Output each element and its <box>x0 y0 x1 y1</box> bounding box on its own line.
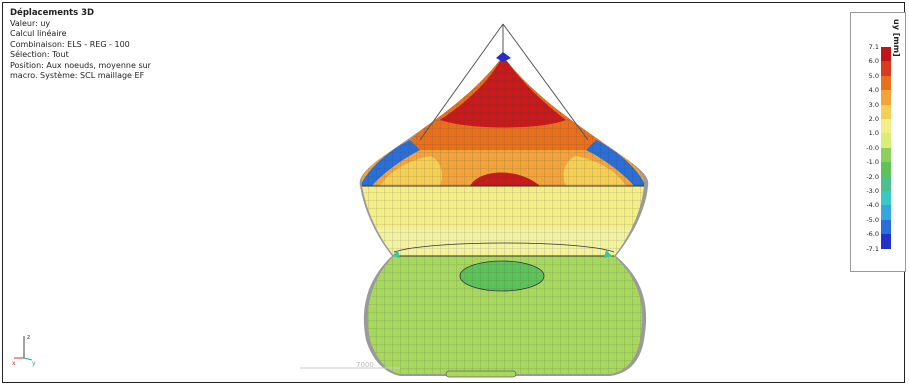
legend-swatch <box>881 162 891 177</box>
legend-swatch <box>881 234 891 249</box>
legend-swatch <box>881 219 891 235</box>
base-support <box>445 370 517 378</box>
support-left <box>392 250 400 258</box>
legend-label: 5.0 <box>868 71 879 80</box>
legend-label: 2.0 <box>868 115 879 123</box>
combination-line: Combinaison: ELS - REG - 100 <box>10 39 130 49</box>
legend-label: 3.0 <box>868 100 879 109</box>
legend-label: -0.0 <box>866 143 879 152</box>
dimension-label: 7000 <box>356 361 374 369</box>
legend-swatch <box>881 61 891 76</box>
selection-line: Sélection: Tout <box>10 50 69 59</box>
axis-x-label: x <box>12 360 16 367</box>
legend-swatch <box>881 47 891 62</box>
system-line: macro. Système: SCL maillage EF <box>10 71 145 80</box>
axis-y-label: y <box>32 360 36 367</box>
cable-left <box>419 23 504 141</box>
legend-swatch <box>881 75 891 91</box>
legend-label: -7.1 <box>866 244 879 253</box>
legend-label: -5.0 <box>866 215 879 224</box>
apex-marker <box>496 52 511 62</box>
info-panel: Déplacements 3D Valeur: uy Calcul linéai… <box>10 8 151 82</box>
position-line: Position: Aux noeuds, moyenne sur <box>10 60 151 70</box>
legend-label: 4.0 <box>868 86 879 95</box>
axis-triad: z x y <box>12 334 36 367</box>
legend-swatch <box>881 147 891 163</box>
legend-unit: uy [mm] <box>892 19 901 57</box>
legend-label: 7.1 <box>868 43 879 51</box>
legend-swatch <box>881 90 891 105</box>
legend-swatch <box>881 133 891 148</box>
legend-label: -2.0 <box>866 172 879 181</box>
calc-line: Calcul linéaire <box>10 29 67 38</box>
legend-label: -1.0 <box>866 158 879 167</box>
legend-label: -4.0 <box>866 201 879 210</box>
legend-swatch <box>881 119 891 134</box>
legend-swatch <box>881 205 891 220</box>
color-legend: uy [mm] 7.1 6.0 5.0 4.0 3.0 2.0 1.0 -0.0 -1.0 -2.… <box>850 12 906 272</box>
axis-z-label: z <box>27 334 30 341</box>
legend-label: -3.0 <box>866 187 879 195</box>
legend-swatch <box>881 104 891 119</box>
legend-swatch <box>881 176 891 191</box>
legend-label: 1.0 <box>868 129 879 138</box>
legend-swatch <box>881 191 891 206</box>
legend-label: -6.0 <box>866 230 879 239</box>
view-title: Déplacements 3D <box>10 8 95 18</box>
legend-label: 6.0 <box>868 57 879 66</box>
cable-right <box>502 23 589 141</box>
value-line: Valeur: uy <box>10 18 51 28</box>
support-right <box>604 250 612 258</box>
